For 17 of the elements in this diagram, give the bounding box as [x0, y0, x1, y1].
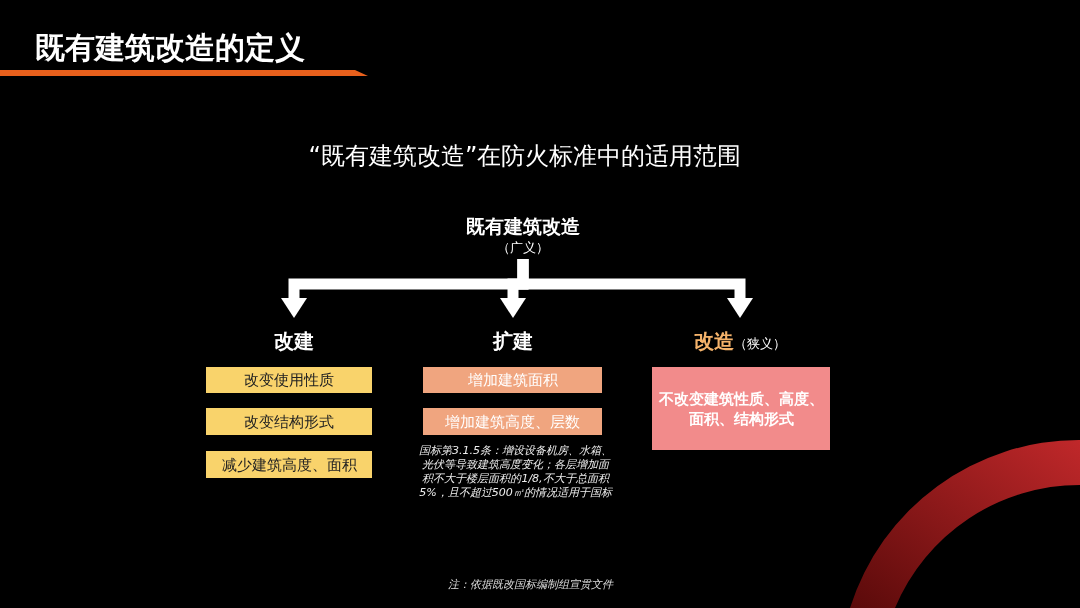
process-box: 改变使用性质 [206, 367, 372, 393]
arrow [517, 259, 753, 318]
category-heading: 扩建 [493, 329, 533, 353]
category-heading: 改造 [694, 329, 734, 353]
subheading: （广义） [496, 239, 550, 257]
slide-title: 既有建筑改造的定义 [35, 29, 305, 67]
subtitle: “既有建筑改造”在防火标准中的适用范围 [307, 141, 743, 172]
heading: 既有建筑改造 [465, 214, 581, 239]
qualifier-text: （狭义） [734, 336, 786, 351]
category-heading: 改建 [274, 329, 314, 353]
note-text: 国标第3.1.5条：增设设备机房、水箱、光伏等导致建筑高度变化；各层增加面积不大于楼层面积的1/8,不大于总面积5%，且不超过500㎡的情况适用于国标 [418, 444, 613, 500]
process-box: 增加建筑高度、层数 [423, 408, 602, 435]
process-box: 增加建筑面积 [423, 367, 602, 393]
footnote: 注：依据既改国标编制组宣贯文件 [446, 577, 615, 592]
process-box: 减少建筑高度、面积 [206, 451, 372, 478]
process-box: 不改变建筑性质、高度、面积、结构形式 [652, 367, 830, 450]
process-box: 改变结构形式 [206, 408, 372, 435]
